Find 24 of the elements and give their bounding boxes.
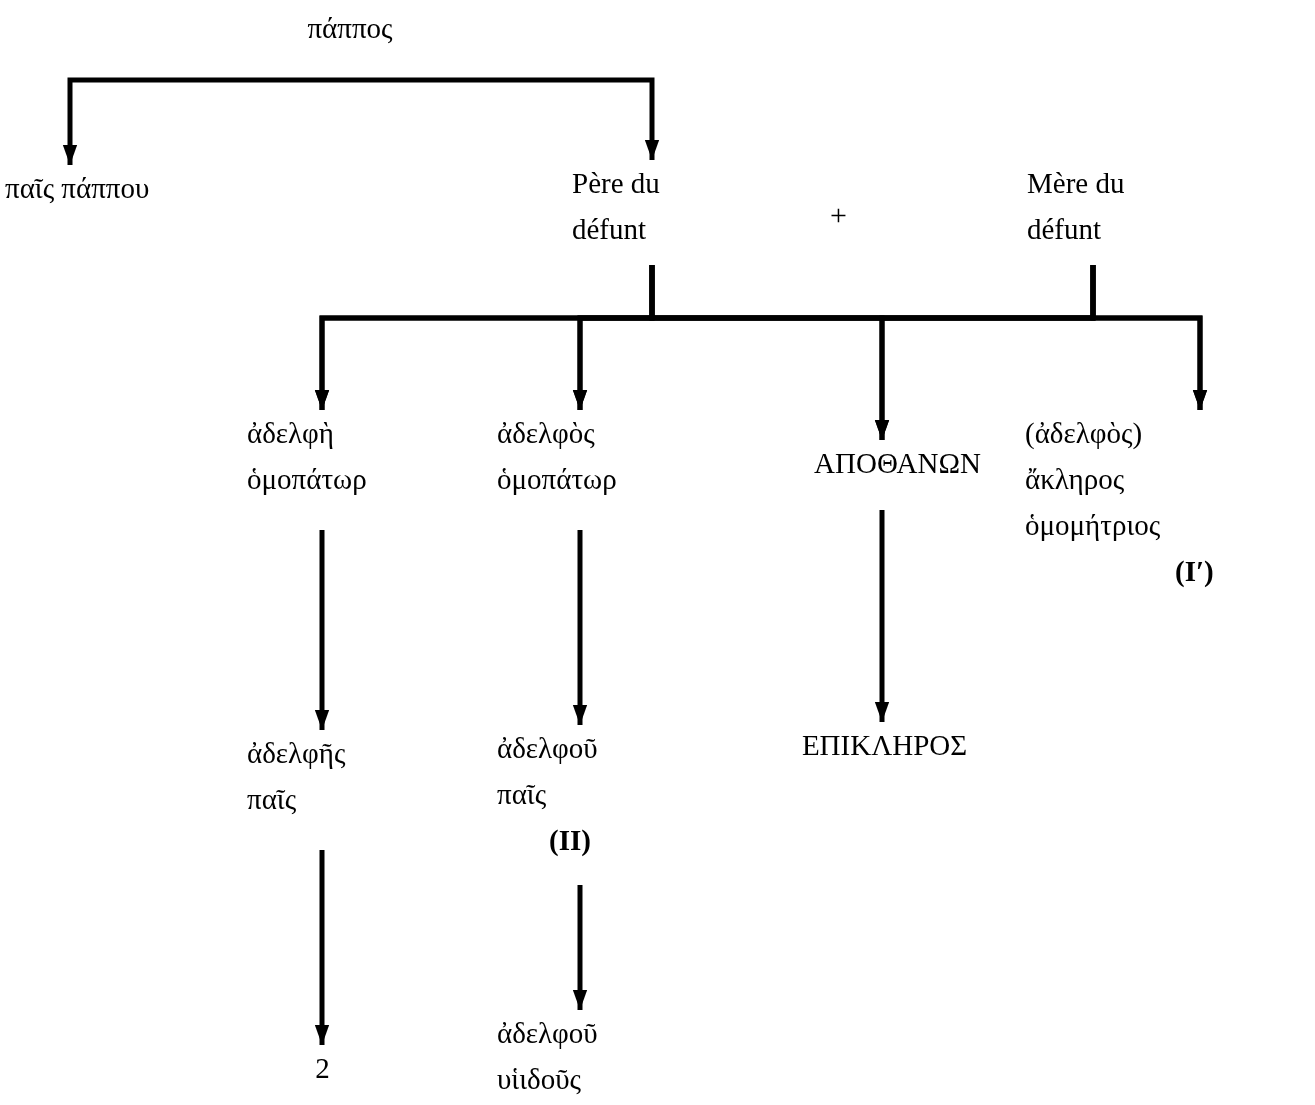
roman-numeral: (II) — [548, 823, 592, 858]
kin-label: Père du défunt — [572, 166, 661, 247]
kin-label: (ἀδελφὸς) ἄκληρος ὁμομήτριος — [1025, 416, 1162, 543]
kin-label: ΑΠΟΘΑΝΩΝ — [813, 446, 982, 481]
kin-label: ἀδελφοῦ υἱιδοῦς — [497, 1016, 599, 1097]
kin-label: Mère du défunt — [1027, 166, 1126, 247]
arrow — [572, 885, 588, 1010]
kin-label: ἀδελφῆς παῖς — [247, 736, 347, 817]
arrow — [314, 850, 330, 1045]
kin-label: ἀδελφοῦ παῖς — [497, 731, 599, 812]
kin-label: ἀδελφὸς ὁμοπάτωρ — [497, 416, 618, 497]
plus-sign: + — [830, 197, 847, 233]
arrow — [572, 530, 588, 725]
arrow — [347, 77, 660, 160]
kin-label: πάππος — [306, 11, 394, 46]
arrow — [874, 510, 890, 722]
arrow — [62, 77, 353, 165]
kin-label: παῖς πάππου — [5, 171, 151, 206]
arrow — [1090, 265, 1208, 410]
arrow — [314, 530, 330, 730]
roman-numeral: (I′) — [1174, 554, 1215, 589]
kin-label: ΕΠΙΚΛΗΡΟΣ — [800, 728, 969, 763]
kin-label: ἀδελφὴ ὁμοπάτωρ — [247, 416, 368, 497]
kin-label: 2 — [314, 1051, 331, 1086]
